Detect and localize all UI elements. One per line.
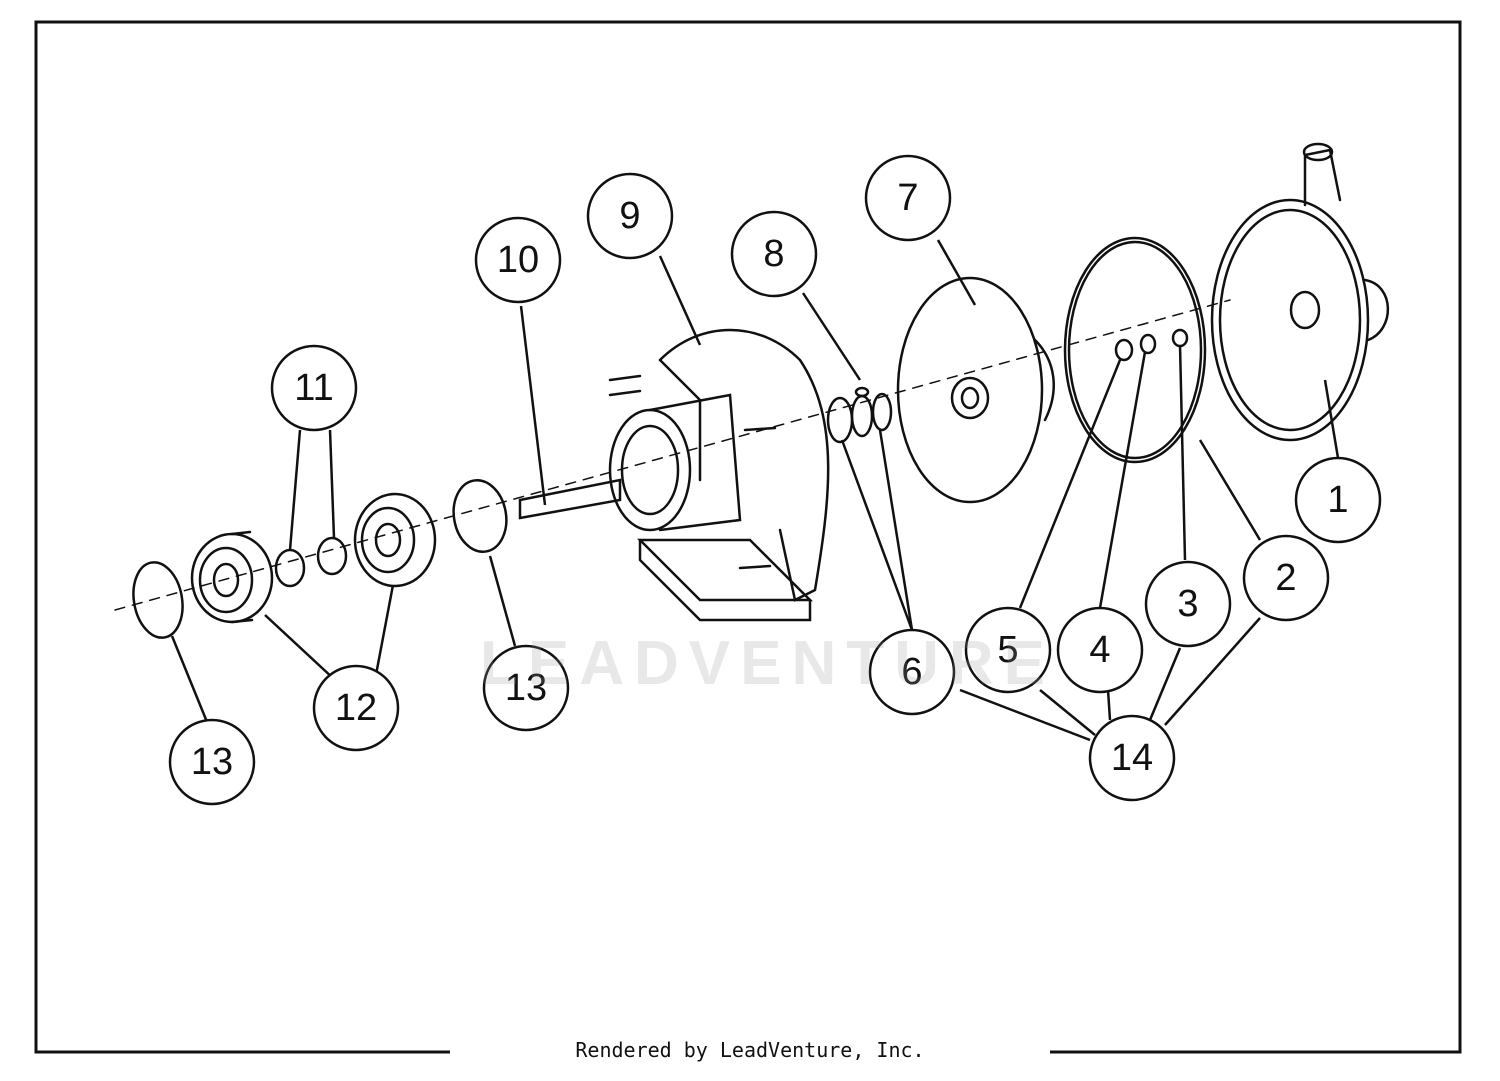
callout-number: 12 xyxy=(335,687,377,729)
callout-number: 5 xyxy=(997,629,1018,671)
seal-assembly xyxy=(826,392,893,444)
bearing-housing-bracket xyxy=(608,328,830,622)
callout-number: 3 xyxy=(1177,583,1198,625)
callout-number: 7 xyxy=(897,177,918,219)
callout-number: 6 xyxy=(901,651,922,693)
bearing-right xyxy=(353,492,437,588)
callout-10: 10 xyxy=(474,216,562,304)
callout-1: 1 xyxy=(1294,456,1382,544)
snap-ring-right xyxy=(452,479,508,553)
callout-3: 3 xyxy=(1144,560,1232,648)
callout-13-left: 13 xyxy=(168,718,256,806)
callouts: 1 2 3 4 5 6 7 8 9 10 11 12 13 13 14 xyxy=(168,154,1382,806)
shaft-centerline xyxy=(114,299,1231,611)
gasket xyxy=(1063,236,1207,464)
callout-14: 14 xyxy=(1088,714,1176,802)
pump-shaft xyxy=(518,478,622,520)
callout-number: 2 xyxy=(1275,557,1296,599)
pump-cover xyxy=(1210,142,1390,442)
callout-5: 5 xyxy=(964,606,1052,694)
spacer-rings xyxy=(274,536,348,588)
callout-2: 2 xyxy=(1242,534,1330,622)
callout-8: 8 xyxy=(730,210,818,298)
callout-number: 8 xyxy=(763,233,784,275)
callout-number: 13 xyxy=(191,741,233,783)
leader-lines xyxy=(170,239,1340,742)
watermark: LEADVENTURE xyxy=(480,629,1056,698)
callout-9: 9 xyxy=(586,172,674,260)
impeller xyxy=(896,276,1055,504)
callout-number: 9 xyxy=(619,195,640,237)
callout-number: 11 xyxy=(294,367,333,409)
callout-number: 13 xyxy=(505,667,547,709)
callout-number: 1 xyxy=(1327,479,1348,521)
callout-number: 14 xyxy=(1111,737,1153,779)
callout-11: 11 xyxy=(270,344,358,432)
callout-4: 4 xyxy=(1056,606,1144,694)
washer-nut-hardware xyxy=(1114,328,1189,362)
callout-number: 4 xyxy=(1089,629,1110,671)
callout-number: 10 xyxy=(497,239,539,281)
render-credit: Rendered by LeadVenture, Inc. xyxy=(450,1038,1050,1062)
callout-13-right: 13 xyxy=(482,644,570,732)
bearing-left xyxy=(190,530,274,624)
snap-ring-left xyxy=(132,561,184,639)
callout-6: 6 xyxy=(868,628,956,716)
callout-7: 7 xyxy=(864,154,952,242)
callout-12: 12 xyxy=(312,664,400,752)
